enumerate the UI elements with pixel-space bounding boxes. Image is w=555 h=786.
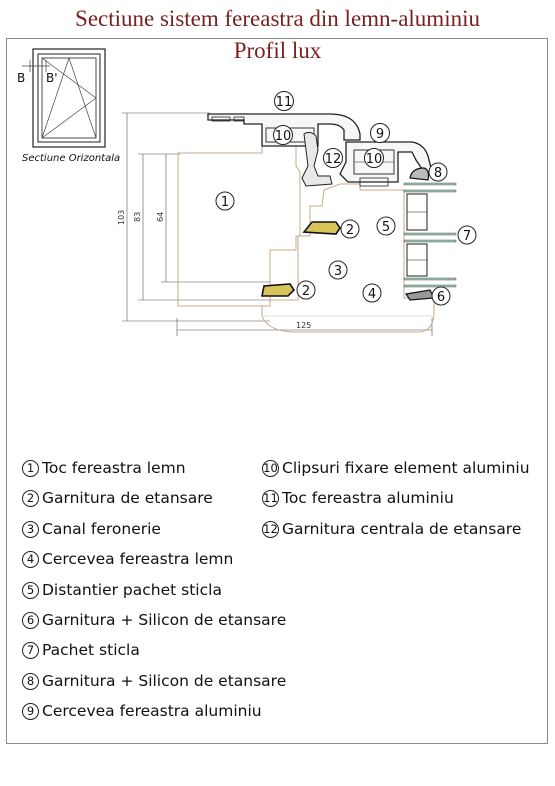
svg-text:1: 1: [221, 195, 229, 210]
svg-text:8: 8: [434, 166, 442, 181]
legend-number: 7: [22, 641, 39, 659]
svg-text:10: 10: [366, 152, 383, 167]
legend-number: 6: [22, 611, 39, 629]
svg-text:9: 9: [376, 127, 384, 142]
page-subtitle: Profil lux: [233, 38, 322, 63]
svg-text:11: 11: [276, 95, 293, 110]
dim-103: 103: [117, 210, 126, 225]
legend-label: Distantier pachet sticla: [42, 581, 222, 599]
legend-label: Garnitura + Silicon de etansare: [42, 611, 287, 629]
legend-label: Cercevea fereastra aluminiu: [42, 702, 262, 720]
gasket-lower: [261, 283, 296, 297]
marker-6: 6: [431, 286, 451, 306]
svg-text:12: 12: [325, 152, 342, 167]
svg-text:2: 2: [302, 284, 310, 299]
window-thumbnail: [22, 48, 106, 148]
legend-label: Pachet sticla: [42, 641, 140, 659]
marker-3: 3: [328, 260, 348, 280]
wood-sash-profile: [261, 183, 435, 333]
legend-label: Clipsuri fixare element aluminiu: [282, 459, 530, 477]
marker-10-frame: 10: [273, 125, 293, 145]
legend-label: Garnitura de etansare: [42, 489, 213, 507]
legend-label: Toc fereastra aluminiu: [282, 489, 454, 507]
marker-10-sash: 10: [364, 148, 384, 168]
marker-2-lower: 2: [296, 280, 316, 300]
legend-number: 8: [22, 672, 39, 690]
legend-label: Toc fereastra lemn: [42, 459, 186, 477]
thumbnail-label-b: B: [17, 71, 25, 85]
marker-1: 1: [215, 191, 235, 211]
dimension-lines: [122, 112, 433, 336]
legend-label: Garnitura centrala de etansare: [282, 520, 522, 538]
gasket-upper: [302, 221, 341, 235]
legend-number: 12: [262, 520, 279, 538]
dim-83: 83: [133, 212, 142, 222]
svg-text:5: 5: [382, 220, 390, 235]
marker-9: 9: [370, 123, 390, 143]
svg-text:10: 10: [275, 129, 292, 144]
section-drawing: B B' Sectiune Orizontala 103 83 64 125: [17, 48, 477, 336]
svg-text:4: 4: [368, 287, 376, 302]
legend-number: 10: [262, 459, 279, 477]
legend-label: Canal feronerie: [42, 520, 161, 538]
svg-text:3: 3: [334, 264, 342, 279]
legend-label: Cercevea fereastra lemn: [42, 550, 234, 568]
marker-2-upper: 2: [340, 219, 360, 239]
dim-64: 64: [156, 212, 165, 222]
drawing-frame: [6, 38, 548, 744]
marker-11: 11: [274, 91, 294, 111]
marker-5: 5: [376, 216, 396, 236]
thumbnail-label-b-prime: B': [46, 71, 58, 85]
legend-number: 1: [22, 459, 39, 477]
legend-number: 9: [22, 702, 39, 720]
legend-number: 11: [262, 489, 279, 507]
marker-4: 4: [362, 283, 382, 303]
central-gasket: [301, 131, 333, 187]
dim-125: 125: [296, 321, 311, 330]
glass-pack: [403, 182, 457, 288]
legend-number: 2: [22, 489, 39, 507]
gasket-silicone-top: [409, 167, 430, 181]
marker-8: 8: [428, 162, 448, 182]
thumbnail-caption: Sectiune Orizontala: [22, 153, 120, 164]
page-title: Sectiune sistem fereastra din lemn-alumi…: [75, 6, 480, 31]
marker-7: 7: [457, 225, 477, 245]
svg-text:7: 7: [463, 229, 471, 244]
legend-number: 4: [22, 550, 39, 568]
svg-text:6: 6: [437, 290, 445, 305]
marker-12: 12: [323, 148, 343, 168]
svg-text:2: 2: [346, 223, 354, 238]
legend-number: 3: [22, 520, 39, 538]
legend-number: 5: [22, 581, 39, 599]
legend-label: Garnitura + Silicon de etansare: [42, 672, 287, 690]
